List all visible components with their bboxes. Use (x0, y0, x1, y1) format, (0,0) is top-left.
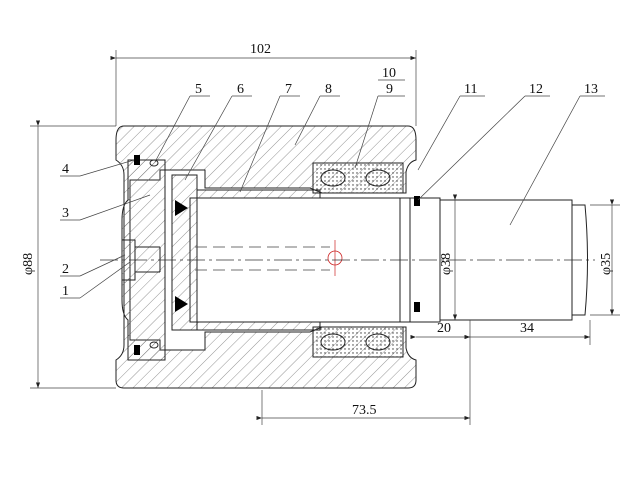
dim-step-20: 20 (437, 321, 451, 336)
seal-ring-12-bottom (414, 302, 420, 312)
dim-shaft-38: φ38 (439, 253, 454, 275)
leader-lines (60, 79, 605, 299)
part-label-2: 2 (62, 262, 69, 277)
dim-step-34: 34 (520, 321, 534, 336)
seal-ring-12-top (414, 196, 420, 206)
part-label-7: 7 (285, 82, 292, 97)
part-label-3: 3 (62, 206, 69, 221)
dimension-88 (30, 120, 116, 389)
part-label-10: 10 (382, 66, 396, 81)
part-label-12: 12 (529, 82, 543, 97)
grease-nipple (121, 239, 161, 281)
dim-overall-length: 102 (250, 42, 271, 57)
dimension-102 (110, 50, 417, 126)
bearing-top (312, 162, 404, 194)
part-label-8: 8 (325, 82, 332, 97)
seal-ring-4-bottom (134, 345, 140, 355)
seal-triangle-bottom (175, 296, 188, 312)
part-label-9: 9 (386, 82, 393, 97)
part-label-13: 13 (584, 82, 598, 97)
dim-offset: 73.5 (352, 403, 377, 418)
dim-outer-diameter: φ88 (21, 253, 36, 275)
part-label-1: 1 (62, 284, 69, 299)
part-label-6: 6 (237, 82, 244, 97)
bearing-bottom (312, 326, 404, 358)
seal-triangle-top (175, 200, 188, 216)
part-label-5: 5 (195, 82, 202, 97)
dim-shaft-35: φ35 (599, 253, 614, 275)
part-label-4: 4 (62, 162, 69, 177)
part-label-11: 11 (464, 82, 477, 97)
seal-ring-4-top (134, 155, 140, 165)
